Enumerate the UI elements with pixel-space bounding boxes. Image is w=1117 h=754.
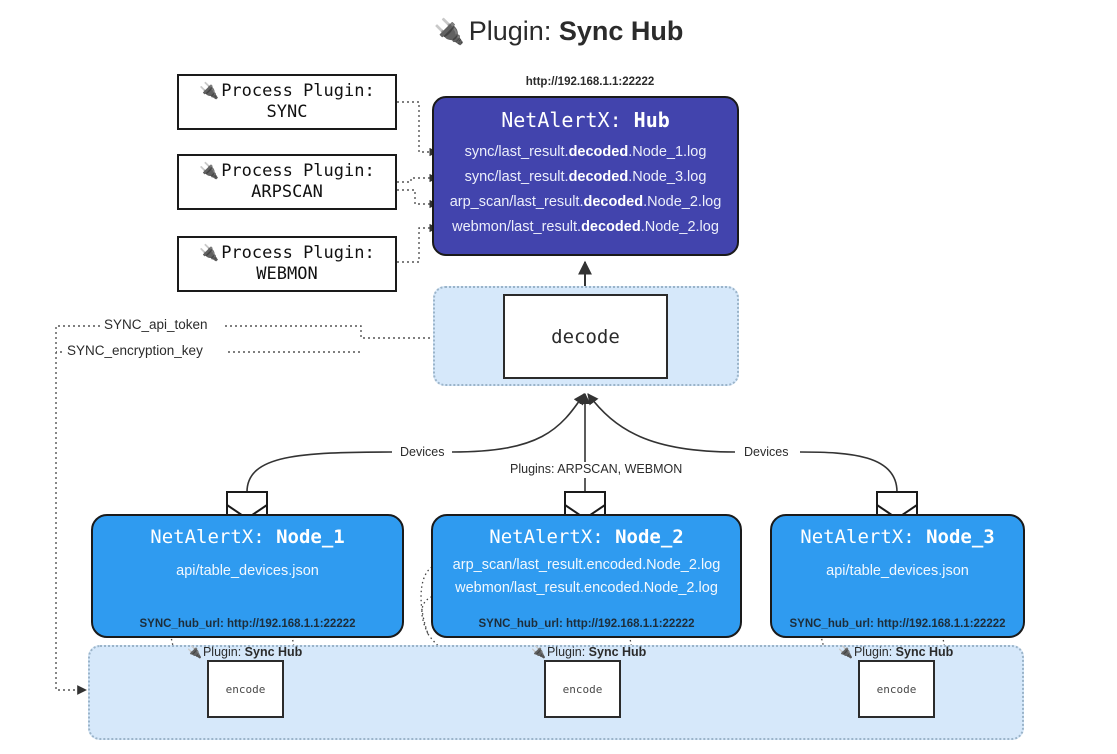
encode-box-2[interactable]: encode bbox=[544, 660, 621, 718]
plug-icon: 🔌 bbox=[199, 243, 220, 263]
page-title-name: Sync Hub bbox=[558, 16, 684, 46]
plug-icon: 🔌 bbox=[433, 18, 465, 46]
hub-log-line: sync/last_result.decoded.Node_3.log bbox=[464, 168, 707, 185]
edge-label-devices-left: Devices bbox=[396, 445, 449, 459]
process-plugin-box-sync[interactable]: 🔌 Process Plugin: SYNC bbox=[177, 74, 397, 130]
hub-title-prefix: NetAlertX: bbox=[501, 108, 622, 132]
process-plugin-box-webmon[interactable]: 🔌 Process Plugin: WEBMON bbox=[177, 236, 397, 292]
node-title: NetAlertX: Node_2 bbox=[489, 526, 684, 548]
decode-box[interactable]: decode bbox=[503, 294, 668, 379]
process-plugin-name: WEBMON bbox=[256, 264, 318, 284]
node-footer: SYNC_hub_url: http://192.168.1.1:22222 bbox=[789, 618, 1006, 630]
hub-url-label: http://192.168.1.1:22222 bbox=[525, 76, 655, 88]
node-title: NetAlertX: Node_3 bbox=[800, 526, 995, 548]
process-plugin-name: ARPSCAN bbox=[251, 182, 323, 202]
hub-log-line: sync/last_result.decoded.Node_1.log bbox=[464, 144, 707, 160]
hub-title: NetAlertX: Hub bbox=[501, 108, 670, 132]
hub-title-name: Hub bbox=[633, 108, 670, 132]
node-line: webmon/last_result.encoded.Node_2.log bbox=[455, 580, 718, 597]
node-line: api/table_devices.json bbox=[826, 563, 969, 579]
node-footer: SYNC_hub_url: http://192.168.1.1:22222 bbox=[478, 618, 695, 630]
edge-label-plugins: Plugins: ARPSCAN, WEBMON bbox=[506, 462, 687, 476]
process-plugin-label: Process Plugin: bbox=[221, 80, 375, 101]
node-line: arp_scan/last_result.encoded.Node_2.log bbox=[452, 557, 721, 573]
process-plugin-box-arpscan[interactable]: 🔌 Process Plugin: ARPSCAN bbox=[177, 154, 397, 210]
page-title: 🔌Plugin: Sync Hub bbox=[0, 16, 1117, 47]
encode-caption-3: 🔌Plugin: Sync Hub bbox=[838, 645, 954, 659]
encode-caption-2: 🔌Plugin: Sync Hub bbox=[531, 645, 647, 659]
plug-icon: 🔌 bbox=[531, 645, 546, 659]
page-title-prefix: Plugin: bbox=[468, 16, 552, 46]
encode-box-3[interactable]: encode bbox=[858, 660, 935, 718]
node-1[interactable]: NetAlertX: Node_1 api/table_devices.json… bbox=[91, 514, 404, 638]
secret-label-encryption-key: SYNC_encryption_key bbox=[63, 343, 207, 358]
process-plugin-name: SYNC bbox=[266, 102, 308, 122]
secret-label-api-token: SYNC_api_token bbox=[100, 317, 212, 332]
node-title: NetAlertX: Node_1 bbox=[150, 526, 345, 548]
hub-log-line: arp_scan/last_result.decoded.Node_2.log bbox=[449, 193, 722, 210]
encode-caption-1: 🔌Plugin: Sync Hub bbox=[187, 645, 303, 659]
plug-icon: 🔌 bbox=[199, 161, 220, 181]
node-line: api/table_devices.json bbox=[176, 563, 319, 579]
process-plugin-label: Process Plugin: bbox=[221, 160, 375, 181]
node-footer: SYNC_hub_url: http://192.168.1.1:22222 bbox=[139, 618, 356, 630]
plug-icon: 🔌 bbox=[199, 81, 220, 101]
encode-box-1[interactable]: encode bbox=[207, 660, 284, 718]
node-3[interactable]: NetAlertX: Node_3 api/table_devices.json… bbox=[770, 514, 1025, 638]
plug-icon: 🔌 bbox=[187, 645, 202, 659]
hub-node[interactable]: NetAlertX: Hub sync/last_result.decoded.… bbox=[432, 96, 739, 256]
edge-label-devices-right: Devices bbox=[740, 445, 793, 459]
node-2[interactable]: NetAlertX: Node_2 arp_scan/last_result.e… bbox=[431, 514, 742, 638]
hub-log-line: webmon/last_result.decoded.Node_2.log bbox=[452, 218, 719, 235]
process-plugin-label: Process Plugin: bbox=[221, 242, 375, 263]
plug-icon: 🔌 bbox=[838, 645, 853, 659]
